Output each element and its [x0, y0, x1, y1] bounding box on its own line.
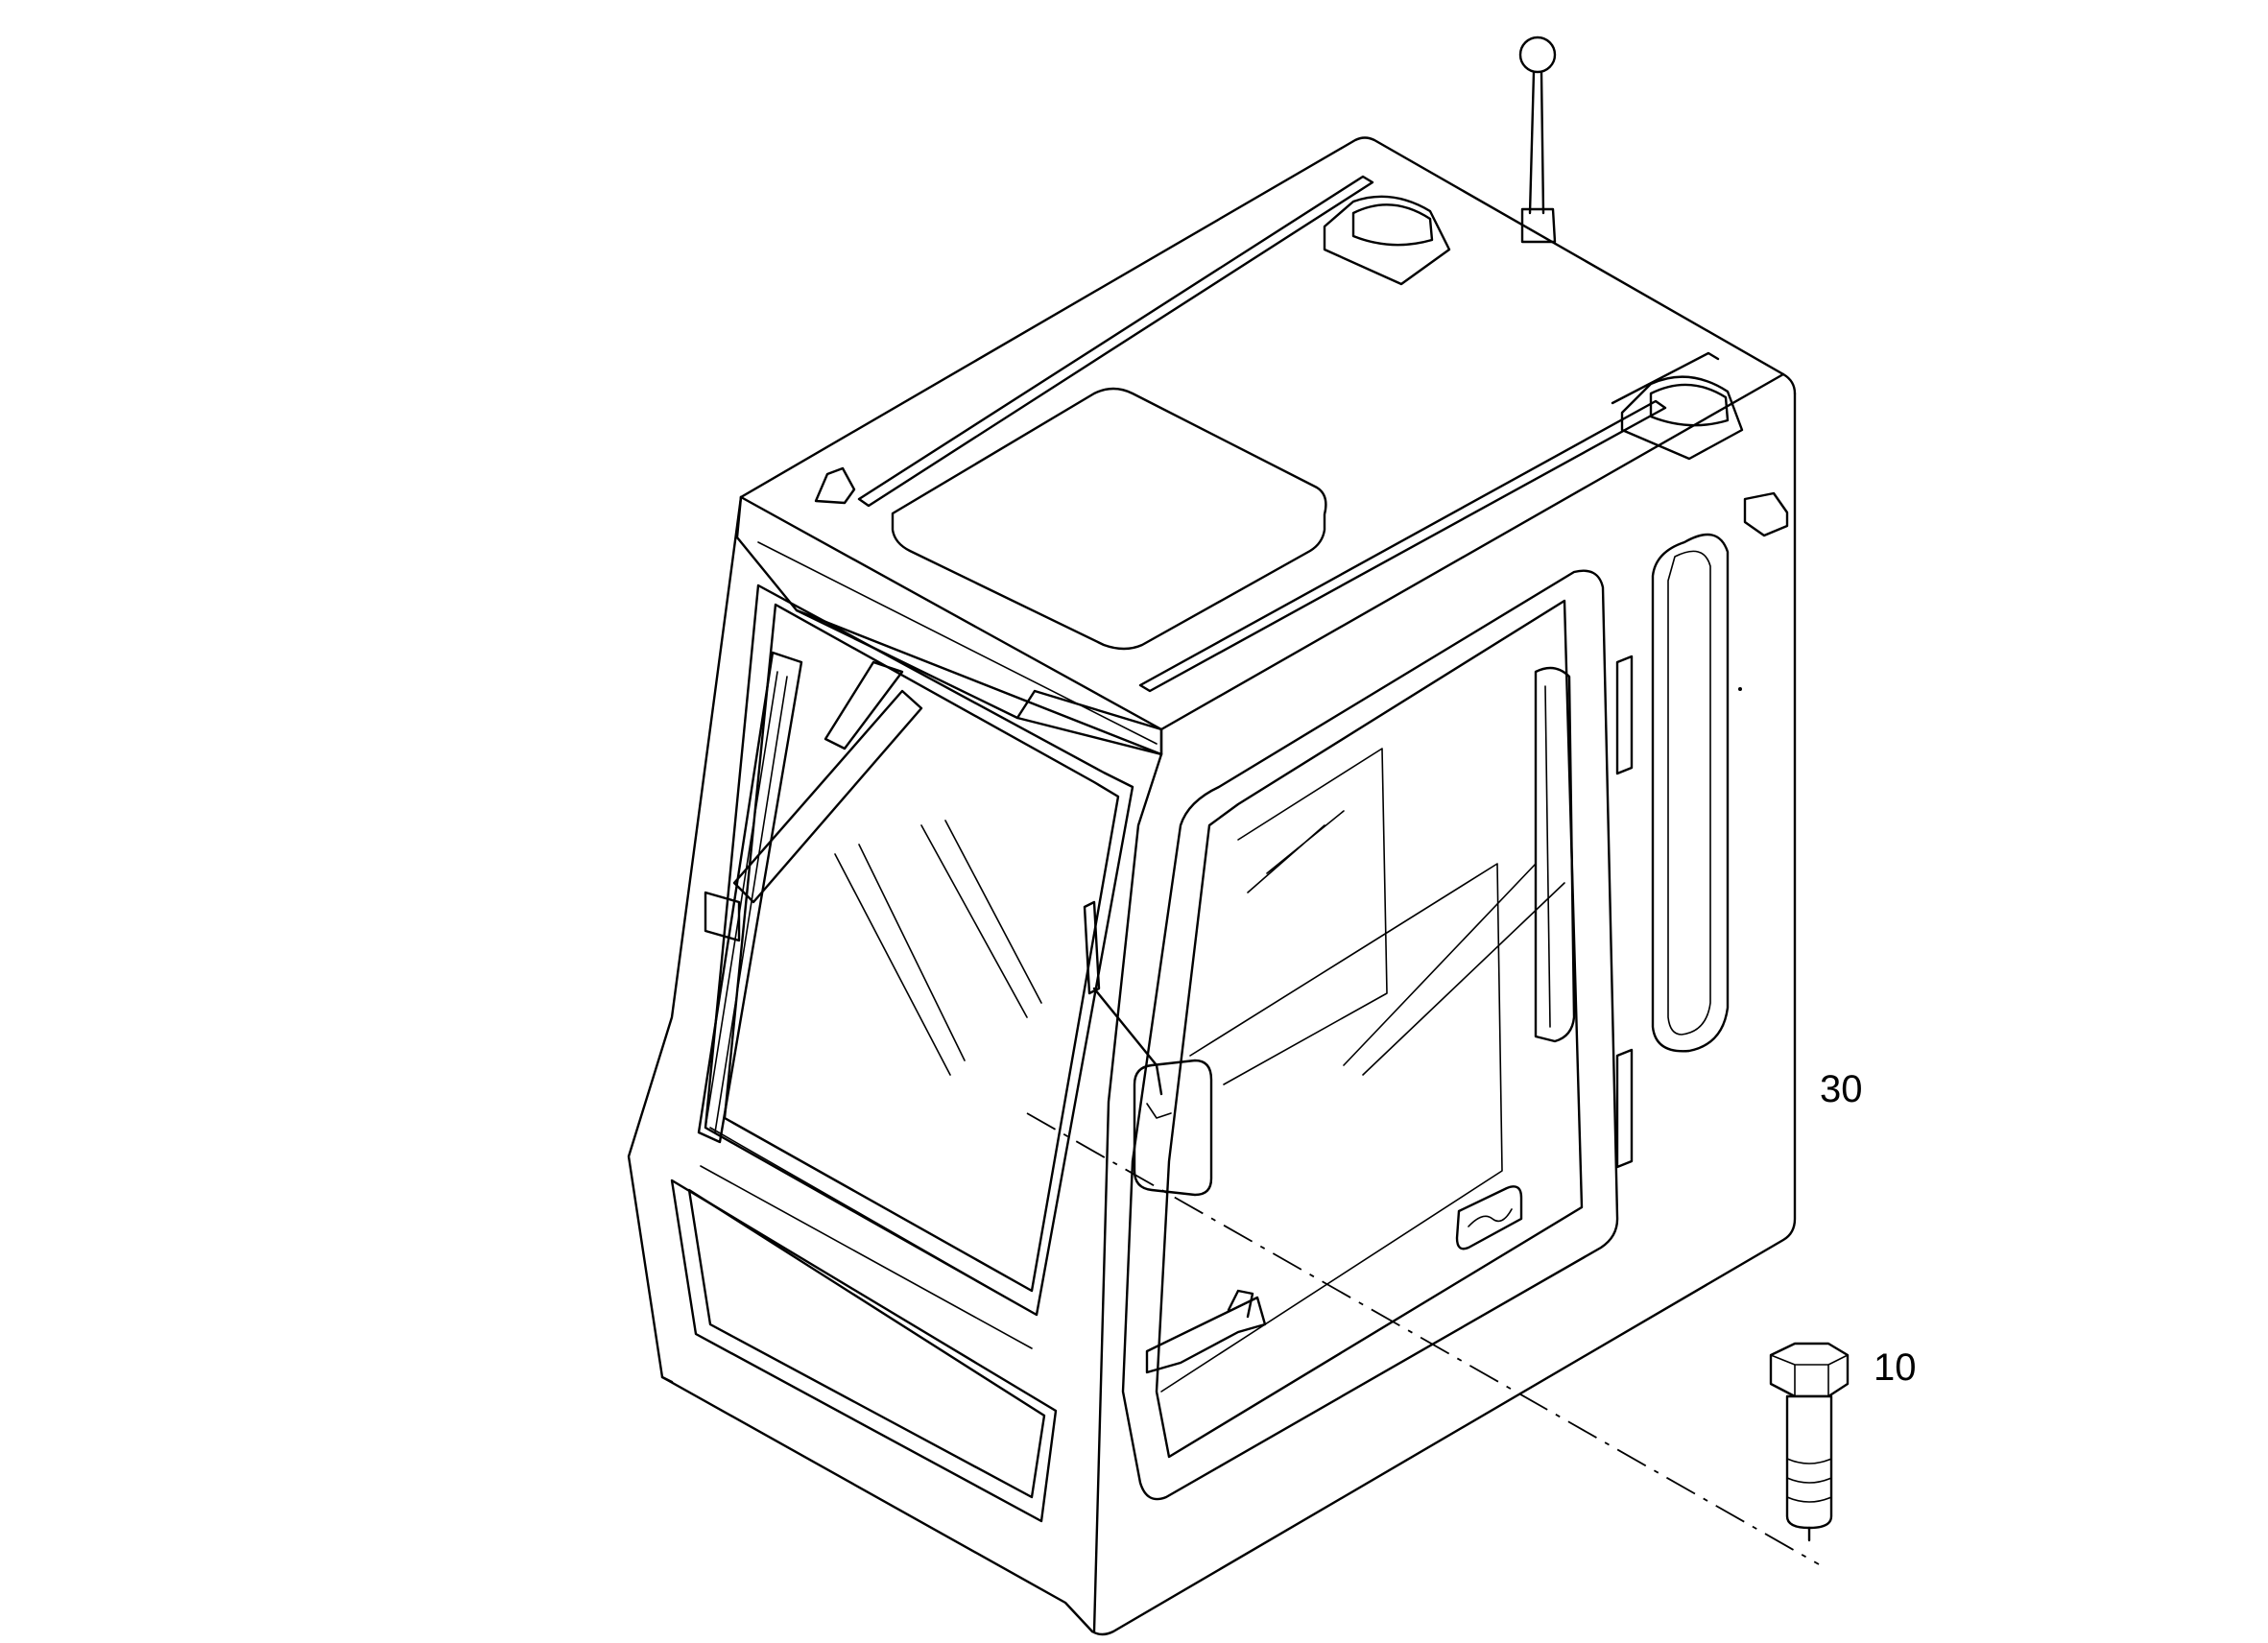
- callout-10-label: 10: [1874, 1346, 1917, 1389]
- rear-grab-handle: [1651, 533, 1730, 1053]
- door-hinges: [1615, 655, 1634, 1169]
- hex-bolt: [1769, 1342, 1850, 1542]
- leader-line: [1026, 1112, 1820, 1565]
- side-door: [1121, 569, 1619, 1501]
- roof-details: [814, 175, 1789, 693]
- antenna: [1518, 36, 1557, 244]
- front-windshield: [670, 583, 1134, 1523]
- rear-view-mirror: [1083, 900, 1213, 1197]
- wiper-assembly: [697, 651, 923, 1144]
- cab-body: [627, 136, 1797, 1636]
- reference-dot: [1738, 687, 1742, 691]
- callout-30-label: 30: [1820, 1068, 1863, 1110]
